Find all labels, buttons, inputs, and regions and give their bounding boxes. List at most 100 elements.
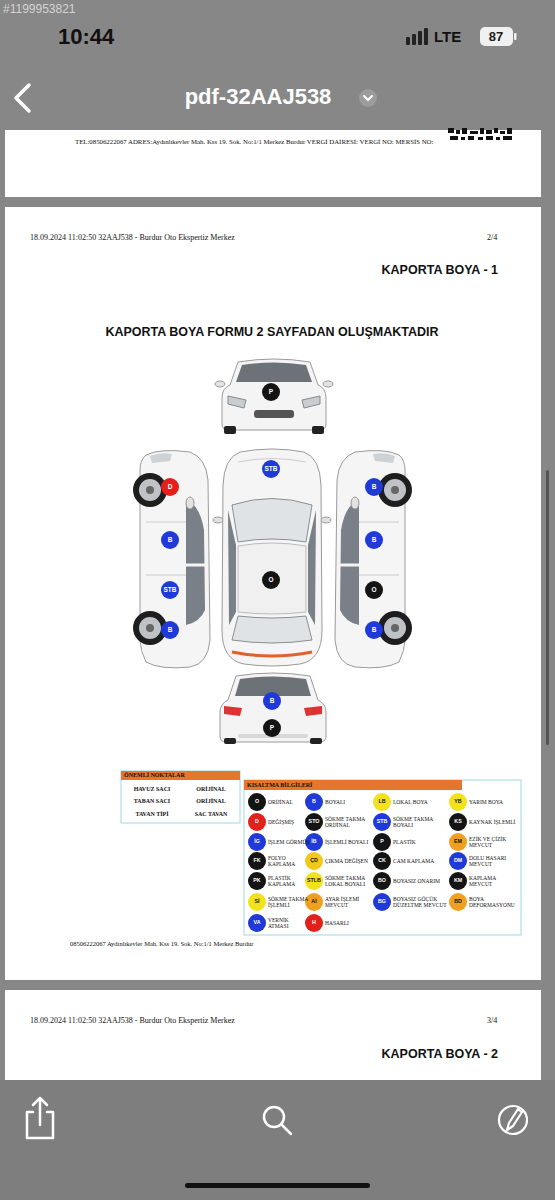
legend-code: B bbox=[312, 799, 316, 804]
qr-code bbox=[507, 128, 512, 134]
car-front-view bbox=[302, 396, 320, 408]
table-frame bbox=[121, 771, 521, 935]
legend-text: EZİK VE ÇİZİK MEVCUT bbox=[469, 836, 519, 848]
pdf-page bbox=[5, 990, 541, 1080]
page-text: KAPORTA BOYA - 2 bbox=[382, 1048, 498, 1061]
legend-text: BOYASIZ ONARIM bbox=[393, 878, 451, 884]
car-side-view bbox=[186, 497, 194, 509]
page-text: 87 bbox=[489, 30, 503, 43]
legend-code: STB bbox=[377, 819, 388, 824]
legend-text: VERNİK ATMASI bbox=[268, 917, 310, 929]
marker-code: O bbox=[268, 577, 273, 584]
share-icon bbox=[33, 1098, 47, 1125]
page-text: KISALTMA BİLGİLERİ bbox=[247, 782, 312, 788]
dropdown-icon bbox=[364, 96, 372, 100]
car-side-view bbox=[335, 451, 412, 668]
qr-code bbox=[478, 137, 483, 140]
legend-code: KM bbox=[454, 878, 462, 883]
page-text: TABAN SACI bbox=[134, 798, 170, 804]
marker-code: STB bbox=[164, 587, 177, 594]
legend-code: H bbox=[312, 920, 316, 925]
battery-icon bbox=[514, 33, 517, 40]
legend-code: VA bbox=[254, 920, 261, 925]
toolbar bbox=[0, 1080, 555, 1200]
legend-text: KAPLAMA MEVCUT bbox=[469, 875, 519, 887]
car-rear-view bbox=[220, 673, 326, 744]
legend-code: O bbox=[255, 799, 259, 804]
table-frame bbox=[121, 771, 240, 780]
damage-marker: B bbox=[161, 621, 179, 639]
legend-code: CK bbox=[378, 858, 386, 863]
damage-marker: STB bbox=[262, 460, 280, 478]
back-chevron bbox=[16, 85, 29, 111]
legend-text: SÖKME TAKMA LOKAL BOYALI bbox=[325, 875, 379, 887]
page-text: 18.09.2024 11:02:50 32AAJ538 - Burdur Ot… bbox=[30, 1017, 235, 1025]
car-front-view bbox=[215, 359, 333, 434]
car-side-view bbox=[186, 564, 206, 567]
damage-marker: O bbox=[365, 581, 383, 599]
car-top-view bbox=[232, 652, 312, 656]
qr-code bbox=[496, 137, 500, 140]
markup-icon bbox=[499, 1106, 527, 1134]
marker-code: O bbox=[371, 587, 376, 594]
page-text: ORİJİNAL bbox=[196, 798, 225, 804]
marker-code: B bbox=[372, 484, 377, 491]
page-text: TAVAN TİPİ bbox=[135, 811, 168, 817]
page-text: pdf-32AAJ538 bbox=[185, 86, 332, 108]
car-rear-view bbox=[304, 706, 322, 716]
share-icon bbox=[27, 1098, 53, 1138]
car-front-view bbox=[222, 359, 326, 430]
car-top-view bbox=[213, 449, 331, 666]
legend-text: İŞLEM GÖRMÜŞ bbox=[268, 839, 310, 845]
car-side-view bbox=[186, 500, 205, 625]
legend-code: YB bbox=[454, 799, 461, 804]
legend-text: ÇIKMA DEĞİŞEN bbox=[325, 858, 379, 864]
legend-text: İŞLEMLİ BOYALI bbox=[325, 839, 379, 845]
marker-code: B bbox=[372, 537, 377, 544]
marker-code: B bbox=[168, 537, 173, 544]
qr-code bbox=[500, 131, 505, 134]
signal-icon bbox=[406, 28, 428, 45]
legend-code: KS bbox=[454, 819, 461, 824]
page-text: SAC TAVAN bbox=[195, 811, 228, 817]
marker-code: D bbox=[168, 484, 173, 491]
car-side-view bbox=[146, 486, 154, 494]
legend-code: Aİ bbox=[311, 899, 316, 904]
legend-text: BOYA DEFORMASYONU bbox=[469, 896, 519, 908]
page-text: TEL:08506222067 ADRES:Aydınlıkevler Mah.… bbox=[75, 139, 433, 146]
marker-code: B bbox=[372, 627, 377, 634]
qr-code bbox=[503, 136, 512, 140]
qr-code bbox=[448, 128, 512, 140]
table-frame bbox=[121, 771, 240, 823]
legend-code: STO bbox=[309, 819, 320, 824]
search-icon bbox=[281, 1124, 291, 1134]
damage-marker: D bbox=[161, 478, 179, 496]
table-frame bbox=[244, 780, 521, 935]
car-rear-view bbox=[220, 673, 326, 742]
car-rear-view bbox=[224, 738, 236, 744]
page-text: ÖNEMLİ NOKTALAR bbox=[124, 772, 185, 778]
car-front-view bbox=[323, 381, 333, 387]
legend-text: BOYALI bbox=[325, 799, 379, 805]
qr-code bbox=[450, 136, 458, 140]
home-indicator bbox=[185, 1183, 370, 1188]
signal-icon bbox=[406, 37, 410, 45]
qr-code bbox=[456, 130, 460, 134]
qr-code bbox=[494, 128, 498, 133]
car-top-view bbox=[321, 517, 331, 523]
pdf-page bbox=[5, 130, 541, 1080]
legend-code: STLB bbox=[307, 878, 321, 883]
marker-code: P bbox=[270, 725, 274, 732]
car-side-view bbox=[146, 624, 154, 632]
legend-text: SÖKME TAKMA BOYALI bbox=[393, 816, 451, 828]
qr-code bbox=[462, 128, 467, 134]
car-front-view bbox=[215, 381, 225, 387]
car-top-view bbox=[228, 510, 236, 625]
signal-icon bbox=[424, 28, 428, 45]
legend-code: D bbox=[255, 819, 259, 824]
page-text: LTE bbox=[434, 29, 461, 44]
damage-marker: B bbox=[263, 692, 281, 710]
legend-code: İB bbox=[311, 839, 316, 844]
car-side-view bbox=[140, 451, 210, 668]
pdf-page bbox=[5, 207, 541, 980]
